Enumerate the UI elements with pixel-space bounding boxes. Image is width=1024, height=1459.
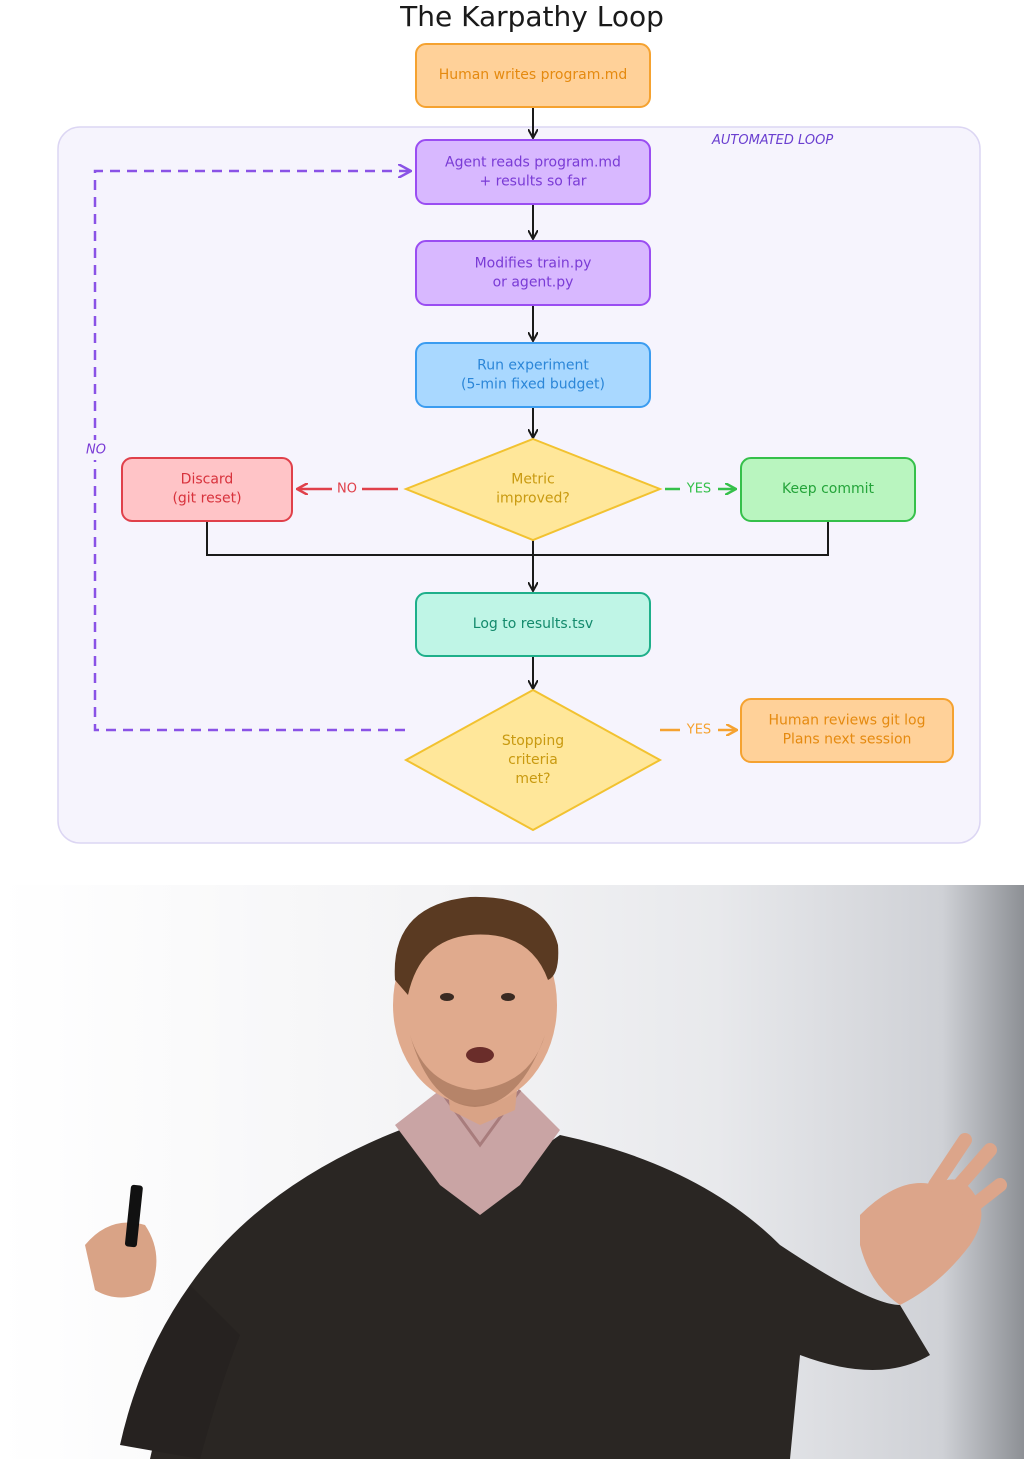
node-label-line: Run experiment [477,358,589,374]
automated-loop-label: AUTOMATED LOOP [711,133,833,148]
stop-yes-label: YES [686,723,711,738]
diagram-title: The Karpathy Loop [399,0,664,33]
node-stopping-text: Stopping criteria met? [502,733,564,787]
node-metric-improved-text: Metric improved? [496,472,570,507]
loop-no-label: NO [86,443,106,458]
edge-discard-to-merge [206,513,533,556]
node-keep-commit: Keep commit [740,457,916,522]
node-log-results-text: Log to results.tsv [473,616,593,632]
node-label-line: Log to results.tsv [473,616,593,632]
node-label-line: met? [515,771,550,787]
node-human-writes: Human writes program.md [415,43,651,108]
node-label-line: Human reviews git log [768,713,925,729]
node-discard: Discard (git reset) [121,457,293,522]
node-label-line: Discard [181,472,234,488]
node-label-line: criteria [508,752,558,768]
node-label-line: Agent reads program.md [445,155,621,171]
loop-label-bg [80,440,112,460]
node-label-line: Plans next session [783,732,912,748]
node-label-line: (5-min fixed budget) [461,377,605,393]
node-metric-improved: Metric improved? [403,437,663,542]
node-label-line: + results so far [479,174,586,190]
node-label-line: or agent.py [493,275,574,291]
node-modifies-text: Modifies train.py or agent.py [475,256,592,291]
node-run-experiment: Run experiment (5-min fixed budget) [415,342,651,408]
presenter-illustration [85,896,1007,1459]
flowchart: The Karpathy Loop AUTOMATED LOOP NO YES … [57,0,981,844]
node-stopping: Stopping criteria met? [403,688,663,832]
node-run-experiment-text: Run experiment (5-min fixed budget) [461,358,605,393]
presenter-photo [0,885,1024,1459]
node-label-line: improved? [496,491,570,507]
flowchart-canvas: The Karpathy Loop AUTOMATED LOOP NO YES … [57,0,981,844]
node-label-line: Keep commit [782,481,874,497]
node-label-line: (git reset) [172,491,241,507]
node-label-line: Metric [511,472,555,488]
node-log-results: Log to results.tsv [415,592,651,657]
node-modifies: Modifies train.py or agent.py [415,240,651,306]
metric-yes-label: YES [686,482,711,497]
edge-keep-to-merge [533,513,829,556]
node-discard-text: Discard (git reset) [172,472,241,507]
node-label-line: Human writes program.md [439,67,628,83]
metric-no-label: NO [337,482,357,497]
node-agent-reads: Agent reads program.md + results so far [415,139,651,205]
node-keep-commit-text: Keep commit [782,481,874,497]
node-human-writes-text: Human writes program.md [439,67,628,83]
edge-loop-back [93,171,410,732]
node-agent-reads-text: Agent reads program.md + results so far [445,155,621,190]
node-label-line: Modifies train.py [475,256,592,272]
node-label-line: Stopping [502,733,564,749]
